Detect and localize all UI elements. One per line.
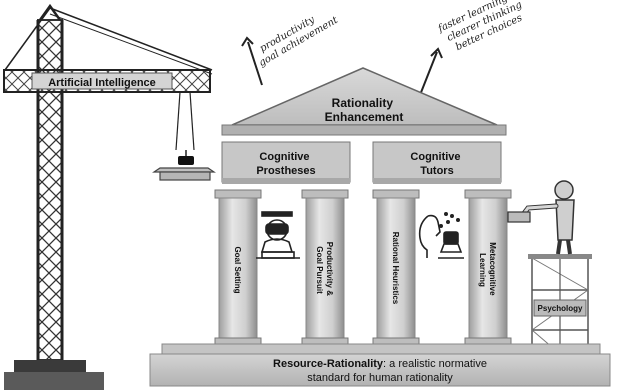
psychology-plate xyxy=(533,299,587,317)
pillar-rational-heuristics: Rational Heuristics xyxy=(372,189,420,345)
crane-label-plate xyxy=(31,72,173,90)
worker-person xyxy=(507,180,575,255)
foundation-label-line2: standard for human rationality xyxy=(307,372,453,384)
pillar-rational-heuristics-label: Rational Heuristics xyxy=(391,232,400,305)
robot-teacher-icon xyxy=(418,212,464,259)
roof-title: Rationality Enhancement xyxy=(325,96,404,124)
pillar-goal-setting-label: Goal Setting xyxy=(233,246,242,293)
crane-stone-load xyxy=(152,167,216,173)
crane-hook-block xyxy=(178,156,194,165)
pillar-metacognitive-label: Metacognitive Learning xyxy=(478,242,497,298)
beam-left: Cognitive Prostheses xyxy=(221,141,351,184)
pillar-metacognitive: Metacognitive Learning xyxy=(464,189,512,345)
psychology-label: Psychology xyxy=(538,304,583,313)
pillar-productivity-label: Productivity & Goal Pursuit xyxy=(315,242,334,298)
foundation-base: Resource-Rationality: a realistic normat… xyxy=(149,343,611,387)
beam-right: Cognitive Tutors xyxy=(372,141,502,184)
crane: Artificial Intelligence xyxy=(3,3,216,390)
arrow-left-text: productivity goal achievement xyxy=(251,4,341,69)
beam-left-label: Cognitive Prostheses xyxy=(256,151,315,177)
pillar-goal-setting: Goal Setting xyxy=(214,189,262,345)
arrow-right xyxy=(419,51,438,96)
foundation-label-line1: Resource-Rationality: a realistic normat… xyxy=(273,358,487,370)
pillar-productivity: Productivity & Goal Pursuit xyxy=(301,189,349,345)
arrow-right-text: faster learning clearer thinking better … xyxy=(436,0,532,57)
arrow-left xyxy=(247,41,263,86)
beam-right-label: Cognitive Tutors xyxy=(410,151,463,177)
crane-label: Artificial Intelligence xyxy=(48,77,156,89)
vr-headset-icon xyxy=(256,211,300,259)
roof-pediment: Rationality Enhancement xyxy=(221,67,507,136)
